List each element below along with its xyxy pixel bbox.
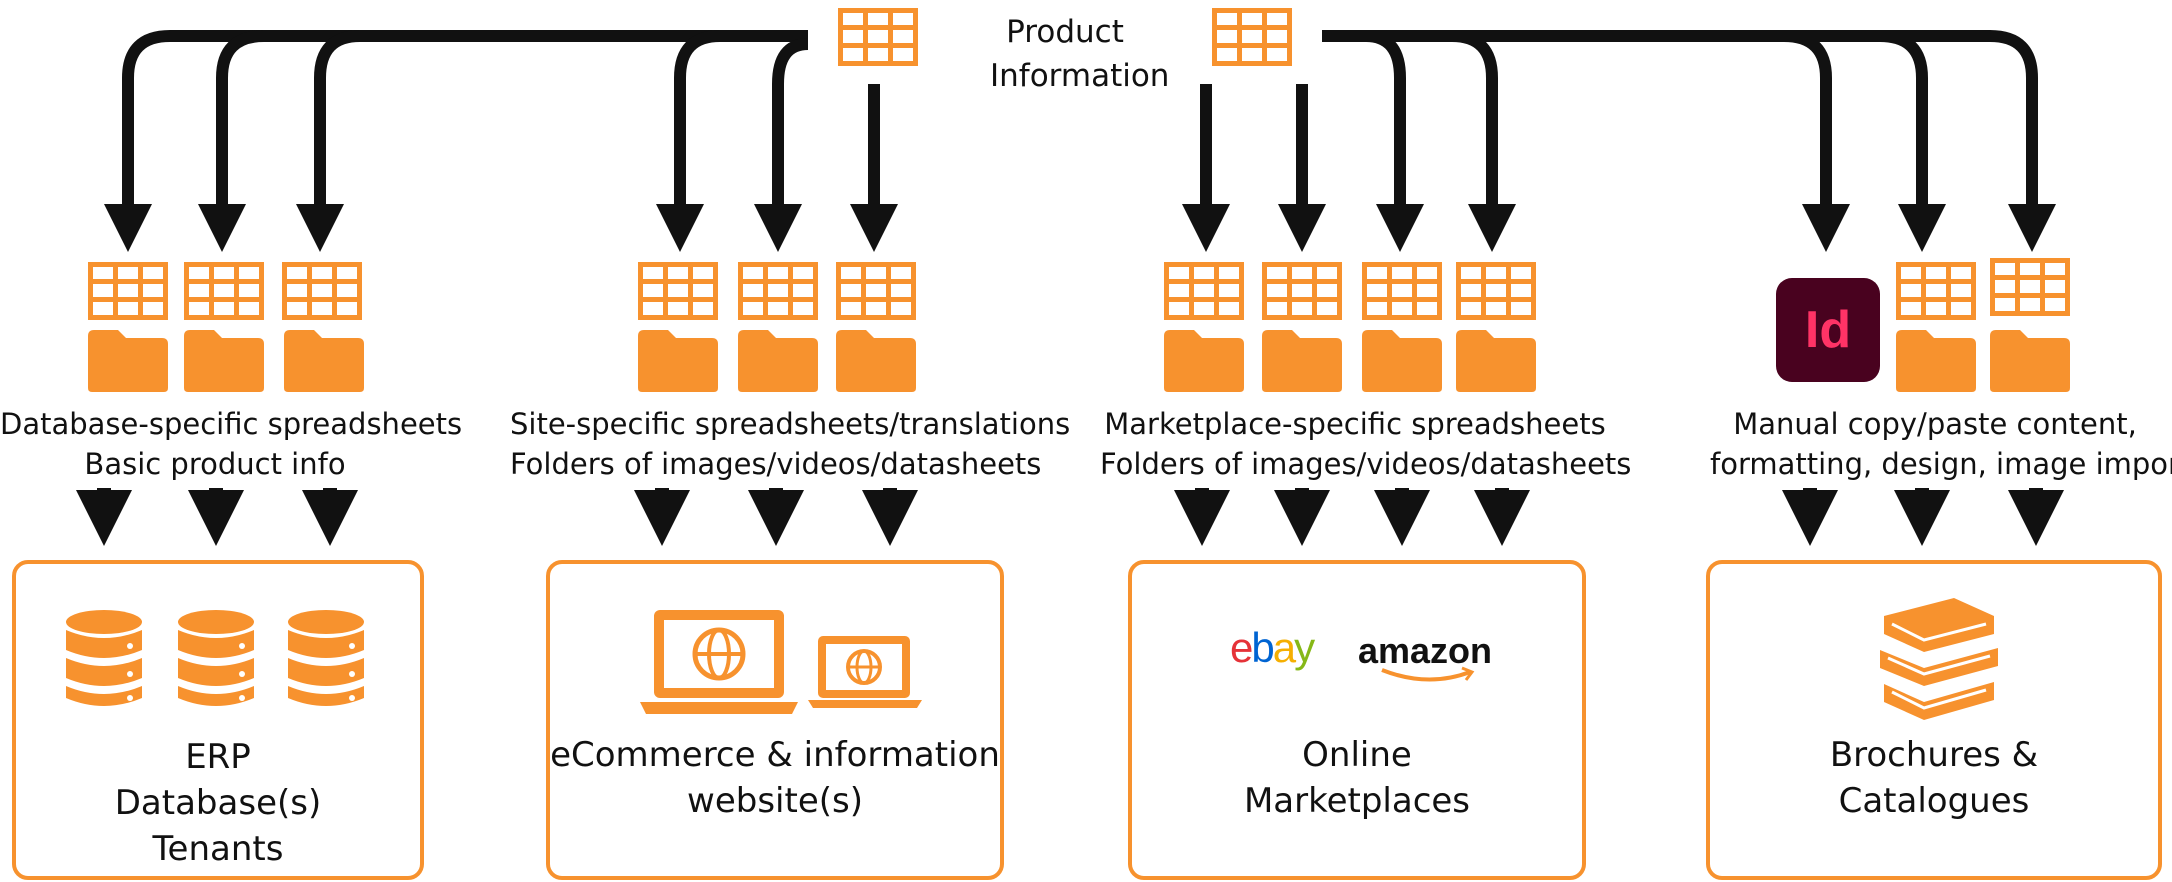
caption-line-2: Folders of images/videos/datasheets	[1100, 447, 1632, 481]
output-line: website(s)	[687, 781, 863, 821]
output-arrows	[76, 488, 2064, 546]
spreadsheet-icon	[738, 262, 818, 320]
spreadsheet-icon	[1262, 262, 1342, 320]
folder-icon	[184, 330, 264, 392]
folder-icon	[1262, 330, 1342, 392]
spreadsheet-icon	[1456, 262, 1536, 320]
indesign-app-icon: Id	[1776, 278, 1880, 382]
ecommerce-files	[638, 262, 916, 392]
database-icon	[178, 610, 254, 706]
output-line: eCommerce & information	[550, 735, 1000, 775]
brochure-caption: Manual copy/paste content, formatting, d…	[1710, 404, 2172, 484]
laptop-icons	[640, 610, 922, 714]
output-line: Database(s)	[114, 783, 322, 823]
header-line-1: Product	[1006, 14, 1124, 50]
header-title: Product Information	[990, 10, 1170, 98]
brochure-output-label: Brochures & Catalogues	[1710, 732, 2158, 824]
laptop-globe-icon	[640, 610, 798, 714]
ebay-logo: ebay	[1230, 624, 1315, 671]
erp-caption: Database-specific spreadsheets Basic pro…	[0, 404, 463, 484]
folder-icon	[638, 330, 718, 392]
output-line: Tenants	[152, 829, 284, 869]
spreadsheet-icon	[184, 262, 264, 320]
caption-line-1: Database-specific spreadsheets	[0, 407, 463, 441]
output-line: Catalogues	[1838, 781, 2030, 821]
folder-icon	[88, 330, 168, 392]
ecommerce-caption: Site-specific spreadsheets/translations …	[510, 404, 1071, 484]
amazon-smile-icon	[1381, 666, 1475, 682]
folder-icon	[284, 330, 364, 392]
spreadsheet-icon	[1164, 262, 1244, 320]
laptop-globe-icon	[808, 636, 922, 708]
database-icons	[66, 610, 364, 706]
erp-output-box: ERP Database(s) Tenants	[12, 560, 424, 880]
caption-line-2: formatting, design, image import	[1710, 447, 2172, 481]
output-line: Brochures &	[1829, 735, 2039, 775]
folder-icon	[738, 330, 818, 392]
erp-files	[88, 262, 364, 392]
spreadsheet-icon	[88, 262, 168, 320]
spreadsheet-icon	[1990, 258, 2070, 316]
output-line: Online	[1302, 735, 1412, 775]
caption-line-2: Folders of images/videos/datasheets	[510, 447, 1042, 481]
caption-line-2: Basic product info	[84, 447, 346, 481]
marketplace-caption: Marketplace-specific spreadsheets Folder…	[1100, 404, 1632, 484]
marketplace-output-box: ebay amazon Online Marketplaces	[1128, 560, 1586, 880]
spreadsheet-icon	[1362, 262, 1442, 320]
erp-output-label: ERP Database(s) Tenants	[16, 734, 420, 872]
spreadsheet-icon	[1896, 262, 1976, 320]
folder-icon	[1456, 330, 1536, 392]
right-distribution-arrows	[1182, 30, 2056, 252]
output-line: ERP	[185, 737, 251, 777]
folder-icon	[1362, 330, 1442, 392]
database-icon	[66, 610, 142, 706]
marketplace-files	[1164, 262, 1536, 392]
ecommerce-output-label: eCommerce & information website(s)	[550, 732, 1000, 824]
header-line-2: Information	[990, 58, 1170, 94]
output-line: Marketplaces	[1243, 781, 1471, 821]
amazon-logo: amazon	[1358, 630, 1492, 682]
caption-line-1: Marketplace-specific spreadsheets	[1104, 407, 1606, 441]
folder-icon	[1896, 330, 1976, 392]
books-icon	[1880, 598, 1998, 720]
ecommerce-output-box: eCommerce & information website(s)	[546, 560, 1004, 880]
spreadsheet-icon	[282, 262, 362, 320]
left-distribution-arrows	[104, 30, 898, 252]
folder-icon	[1164, 330, 1244, 392]
folder-icon	[836, 330, 916, 392]
brochure-files	[1896, 258, 2070, 392]
marketplace-output-label: Online Marketplaces	[1132, 732, 1582, 824]
source-spreadsheet-icon-left	[838, 8, 918, 66]
caption-line-1: Site-specific spreadsheets/translations	[510, 407, 1071, 441]
brochure-output-box: Brochures & Catalogues	[1706, 560, 2162, 880]
folder-icon	[1990, 330, 2070, 392]
source-spreadsheet-icon-right	[1212, 8, 1292, 66]
spreadsheet-icon	[836, 262, 916, 320]
caption-line-1: Manual copy/paste content,	[1733, 407, 2137, 441]
database-icon	[288, 610, 364, 706]
spreadsheet-icon	[638, 262, 718, 320]
